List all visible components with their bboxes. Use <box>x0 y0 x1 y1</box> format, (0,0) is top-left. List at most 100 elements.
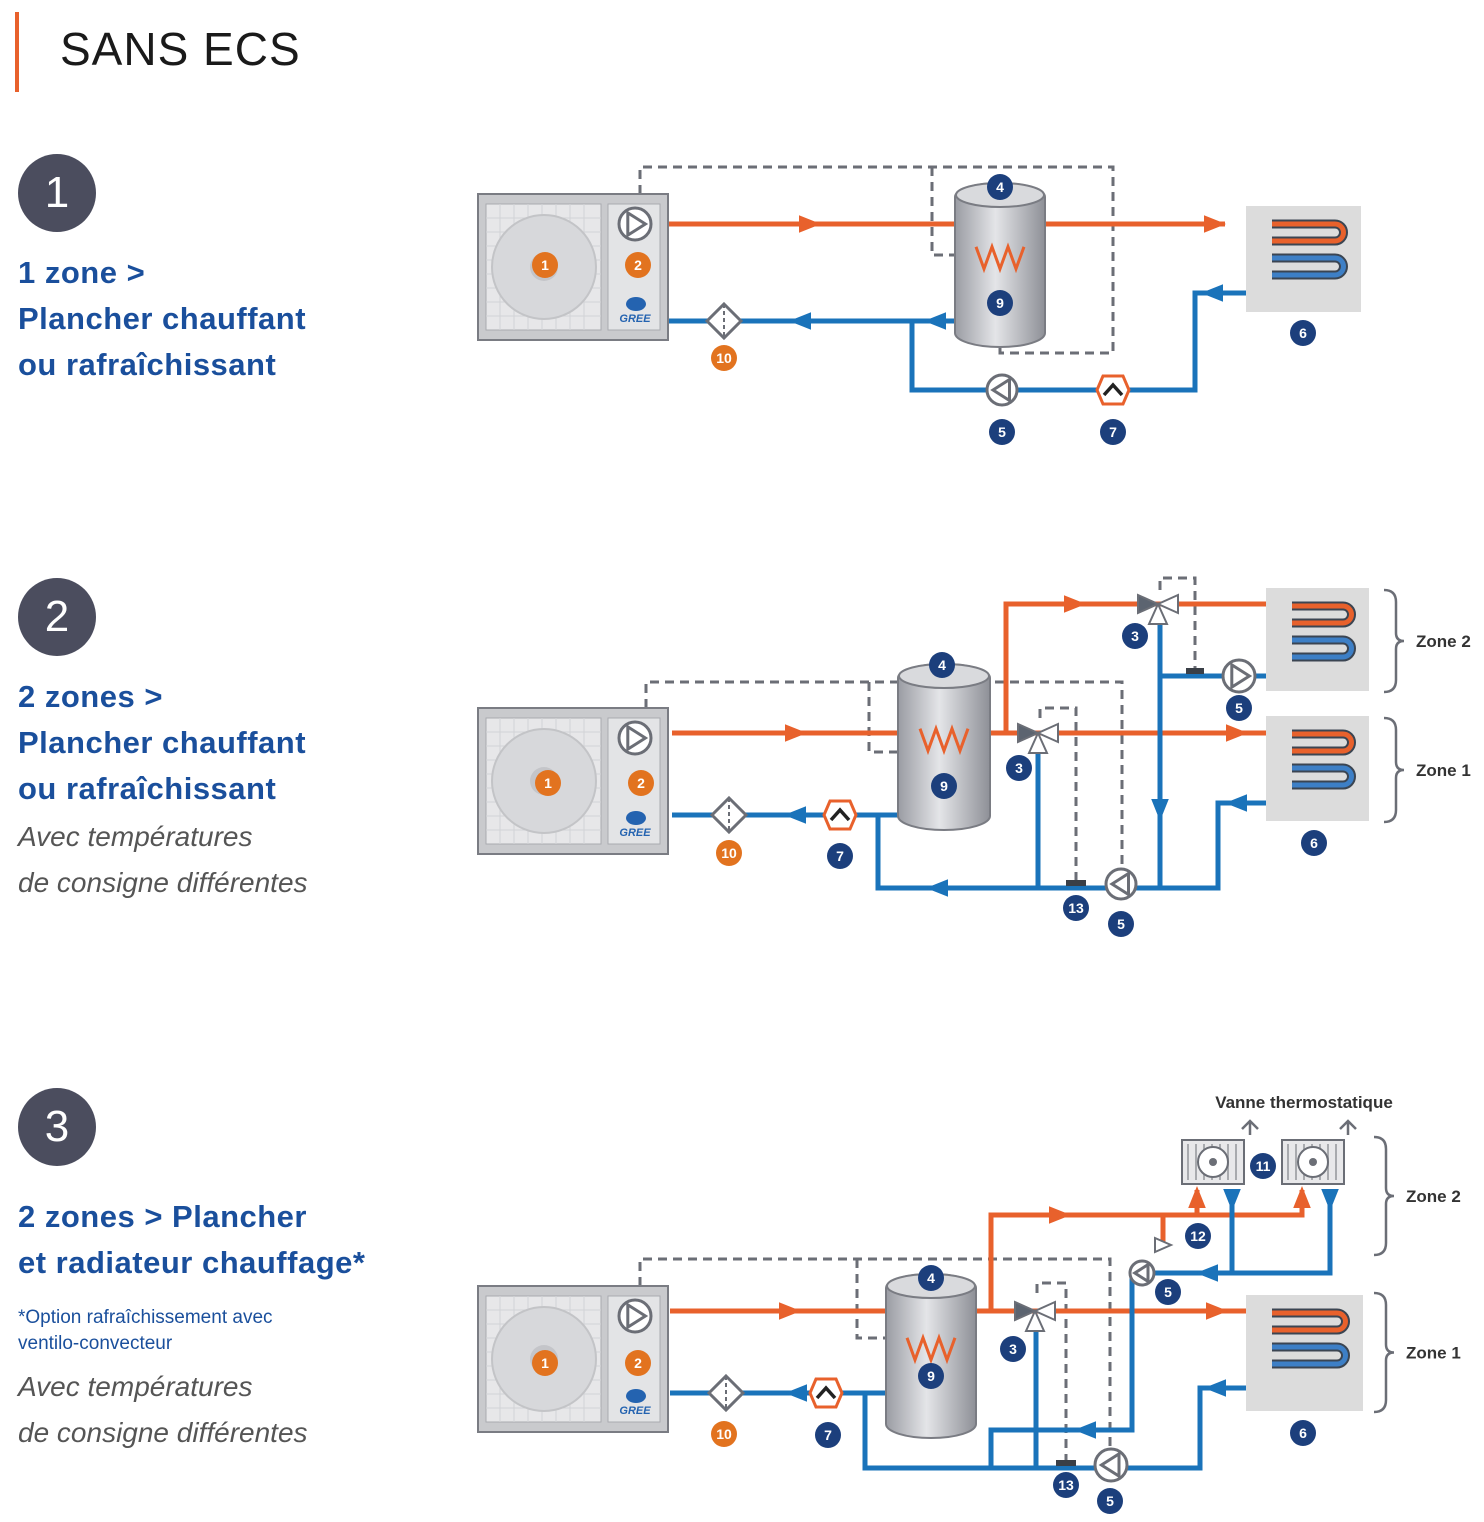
s1-heat-pump-logo-mark <box>626 297 646 311</box>
s3-heat-pump-internal-pump <box>617 1298 653 1334</box>
s2-return-arrow-4 <box>1151 799 1169 821</box>
s1-label-7-text: 7 <box>1109 424 1117 440</box>
s2-expansion-vessel-body <box>822 799 858 831</box>
s3-return-arrow-1 <box>785 1384 807 1402</box>
s3-filter <box>706 1373 746 1413</box>
s1-label-5: 5 <box>989 419 1015 445</box>
s1-circulator-arrow <box>990 376 1011 404</box>
s3-label-10: 10 <box>711 1421 737 1447</box>
section-2-subtitle-line-1: Avec températures <box>18 821 253 852</box>
s3-label-5b-text: 5 <box>1106 1493 1114 1509</box>
s2-zone1-label: Zone 1 <box>1416 761 1471 780</box>
s3-zone2-return <box>988 1190 1333 1468</box>
s2-label-5b-text: 5 <box>1117 916 1125 932</box>
s3-heat-pump-internal-pump-arrow <box>626 1302 649 1330</box>
s1-label-7: 7 <box>1100 419 1126 445</box>
s2-label-6-circle <box>1301 830 1327 856</box>
s3-label-5a-circle <box>1155 1279 1181 1305</box>
s2-supply-arrow-3 <box>1064 595 1086 613</box>
s1-return-arrow-1 <box>789 312 811 330</box>
section-2-badge: 2 <box>18 578 96 656</box>
s2-expansion-vessel-chevron <box>829 807 851 822</box>
s3-label-3-circle <box>1000 1336 1026 1362</box>
s3-radiator-2 <box>1281 1139 1345 1185</box>
s1-expansion-vessel-chevron <box>1102 382 1124 397</box>
s2-label-5a: 5 <box>1226 695 1252 721</box>
s1-label-9-text: 9 <box>996 295 1004 311</box>
s2-label-1-circle <box>535 770 561 796</box>
s3-label-13: 13 <box>1053 1472 1079 1498</box>
s2-buffer-tank <box>897 663 991 831</box>
s1-expansion-vessel-body <box>1095 374 1131 406</box>
s2-label-3a-circle <box>1006 755 1032 781</box>
s3-label-5b: 5 <box>1097 1488 1123 1514</box>
s1-return-arrow-3 <box>1201 284 1223 302</box>
s1-label-1-text: 1 <box>541 257 549 273</box>
section-2-title-line-1: 2 zones > <box>18 679 163 714</box>
s2-valve1-wire <box>1038 706 1078 880</box>
s2-supply-arrow-1 <box>785 724 807 742</box>
s3-label-3: 3 <box>1000 1336 1026 1362</box>
s1-heat-pump-logo-text: GREE <box>619 313 651 325</box>
s2-mixing-valve-2-bottom <box>1147 601 1169 625</box>
s2-zone1-floor-hot-loop <box>1292 731 1354 754</box>
s3-return-arrow-6 <box>1321 1189 1339 1211</box>
s3-label-11-circle <box>1250 1153 1276 1179</box>
s2-filter <box>709 795 749 835</box>
s3-label-4: 4 <box>918 1265 944 1291</box>
s2-mixing-valve-2-left <box>1137 593 1161 615</box>
s3-label-5a-text: 5 <box>1164 1284 1172 1300</box>
s3-zone1-label: Zone 1 <box>1406 1344 1461 1363</box>
s2-label-9-circle <box>931 773 957 799</box>
s2-zone1-pump-arrow <box>1109 870 1130 898</box>
s2-label-1-text: 1 <box>544 775 552 791</box>
s1-label-10-circle <box>711 345 737 371</box>
s3-label-7-text: 7 <box>824 1427 832 1443</box>
section-2-title-line-2: Plancher chauffant <box>18 725 307 760</box>
s3-supply-arrow-4 <box>1188 1186 1206 1208</box>
s1-label-9: 9 <box>987 290 1013 316</box>
s1-label-9-circle <box>987 290 1013 316</box>
s3-zone1-floor <box>1246 1295 1363 1411</box>
s2-supply-arrow-2 <box>1226 724 1248 742</box>
s2-label-5b: 5 <box>1108 911 1134 937</box>
s2-mixing-valve-1-right <box>1035 722 1059 744</box>
s3-zone2-label: Zone 2 <box>1406 1187 1461 1206</box>
page-title: SANS ECS <box>60 23 301 75</box>
s3-zone2-pump <box>1128 1259 1156 1287</box>
s3-zone1-pump-arrow <box>1098 1451 1121 1479</box>
s2-mixing-valve-1-bottom <box>1027 730 1049 754</box>
s2-label-7-text: 7 <box>836 848 844 864</box>
s3-expansion-vessel-chevron <box>815 1385 837 1400</box>
s2-label-3a-text: 3 <box>1015 760 1023 776</box>
s2-label-6-text: 6 <box>1310 835 1318 851</box>
s1-label-2-circle <box>625 252 651 278</box>
s1-expansion-vessel <box>1095 374 1131 406</box>
s1-return-arrow-2 <box>924 312 946 330</box>
s1-buffer-tank <box>954 182 1046 348</box>
s1-label-4-text: 4 <box>996 179 1004 195</box>
s1-floor-panel-cold-loop <box>1272 255 1346 278</box>
s2-label-2-circle <box>628 770 654 796</box>
s2-heat-pump-internal-pump-arrow <box>626 724 649 752</box>
s2-label-4-circle <box>929 652 955 678</box>
s2-mixing-valve-2 <box>1137 593 1179 625</box>
section-3-subtitle-line-1: Avec températures <box>18 1371 253 1402</box>
section-1-title-line-3: ou rafraîchissant <box>18 347 277 382</box>
s3-label-2: 2 <box>625 1350 651 1376</box>
section-3-title-line-1: 2 zones > Plancher <box>18 1199 307 1234</box>
s2-supply-zone2 <box>1003 601 1270 733</box>
s2-mixing-valve-1 <box>1017 722 1059 754</box>
s1-label-10-text: 10 <box>716 350 732 366</box>
s1-control-wire <box>638 165 1115 355</box>
s3-mixing-valve <box>1014 1300 1056 1332</box>
s2-label-5b-circle <box>1108 911 1134 937</box>
s2-mixing-valve-1-left <box>1017 722 1041 744</box>
s3-label-13-text: 13 <box>1058 1477 1074 1493</box>
s3-label-4-circle <box>918 1265 944 1291</box>
s3-label-2-text: 2 <box>634 1355 642 1371</box>
s1-label-6-text: 6 <box>1299 325 1307 341</box>
s3-label-11-text: 11 <box>1256 1158 1271 1174</box>
s3-zone1-floor-hot-loop <box>1272 1310 1348 1333</box>
s2-label-3a: 3 <box>1006 755 1032 781</box>
